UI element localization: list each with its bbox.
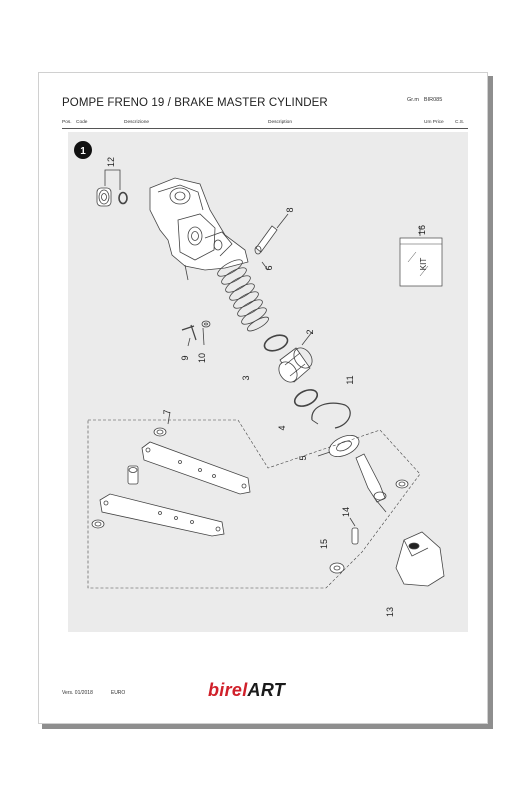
grm-code: BIR085 [423, 97, 443, 103]
page-shadow-right [488, 76, 493, 728]
part-number-2: 2 [305, 329, 315, 334]
section-marker-number: 1 [80, 146, 86, 157]
seal-ring-drawing [293, 389, 319, 407]
part-number-7: 7 [162, 409, 172, 414]
part-number-16: 16 [417, 225, 427, 235]
cap-and-oring-drawing [96, 169, 128, 207]
page-shadow-bottom [42, 724, 493, 729]
part-number-4: 4 [277, 425, 287, 430]
footer-version: Vers. 01/2018 [62, 690, 93, 696]
part-number-5: 5 [298, 455, 308, 460]
part-number-13: 13 [385, 607, 395, 617]
part-number-8: 8 [285, 207, 295, 212]
logo-part-birel: birel [208, 680, 248, 700]
circlip-drawing [311, 402, 351, 429]
col-um-price: Um Price [424, 120, 444, 125]
footer-currency: EURO [110, 690, 126, 696]
pin-drawing [254, 213, 289, 255]
page-title: POMPE FRENO 19 / BRAKE MASTER CYLINDER [62, 97, 328, 109]
brand-logo: birelART [208, 680, 285, 701]
col-code: Code [76, 120, 88, 125]
kit-label: KIT [419, 258, 428, 271]
part-number-11: 11 [345, 375, 355, 384]
lever-plates-drawing [91, 411, 409, 537]
push-rod-drawing [355, 453, 387, 513]
part-number-6: 6 [264, 265, 274, 270]
piston-drawing [278, 331, 313, 383]
part-number-10: 10 [197, 353, 207, 363]
small-pin-drawing [349, 517, 359, 545]
boot-drawing [317, 435, 360, 457]
logo-part-art: ART [247, 680, 286, 700]
spring-drawing [217, 259, 269, 332]
bolt-and-washer-drawing [181, 320, 211, 347]
col-cs: C.S. [455, 120, 465, 125]
kit-bag-drawing [399, 226, 443, 287]
part-number-15: 15 [319, 539, 329, 549]
lever-kit-frame [87, 419, 421, 589]
part-number-14: 14 [341, 507, 351, 517]
part-number-9: 9 [180, 355, 190, 360]
oring-drawing [263, 334, 289, 352]
header-rule [62, 128, 468, 129]
col-pos: Pos. [62, 120, 72, 125]
part-number-3: 3 [241, 375, 251, 380]
clevis-cover-drawing [395, 531, 445, 587]
col-description: Description [268, 120, 292, 125]
part-number-12: 12 [106, 157, 116, 167]
nut-drawing [329, 562, 345, 574]
group-code: Gr.m BIR085 [402, 97, 442, 103]
grm-label: Gr.m [407, 97, 419, 103]
section-marker-icon [74, 141, 92, 159]
col-descrizione: Descrizione [124, 120, 150, 125]
footer-info: Vers. 01/2018 EURO [62, 690, 143, 696]
master-cylinder-body-drawing [149, 177, 249, 281]
